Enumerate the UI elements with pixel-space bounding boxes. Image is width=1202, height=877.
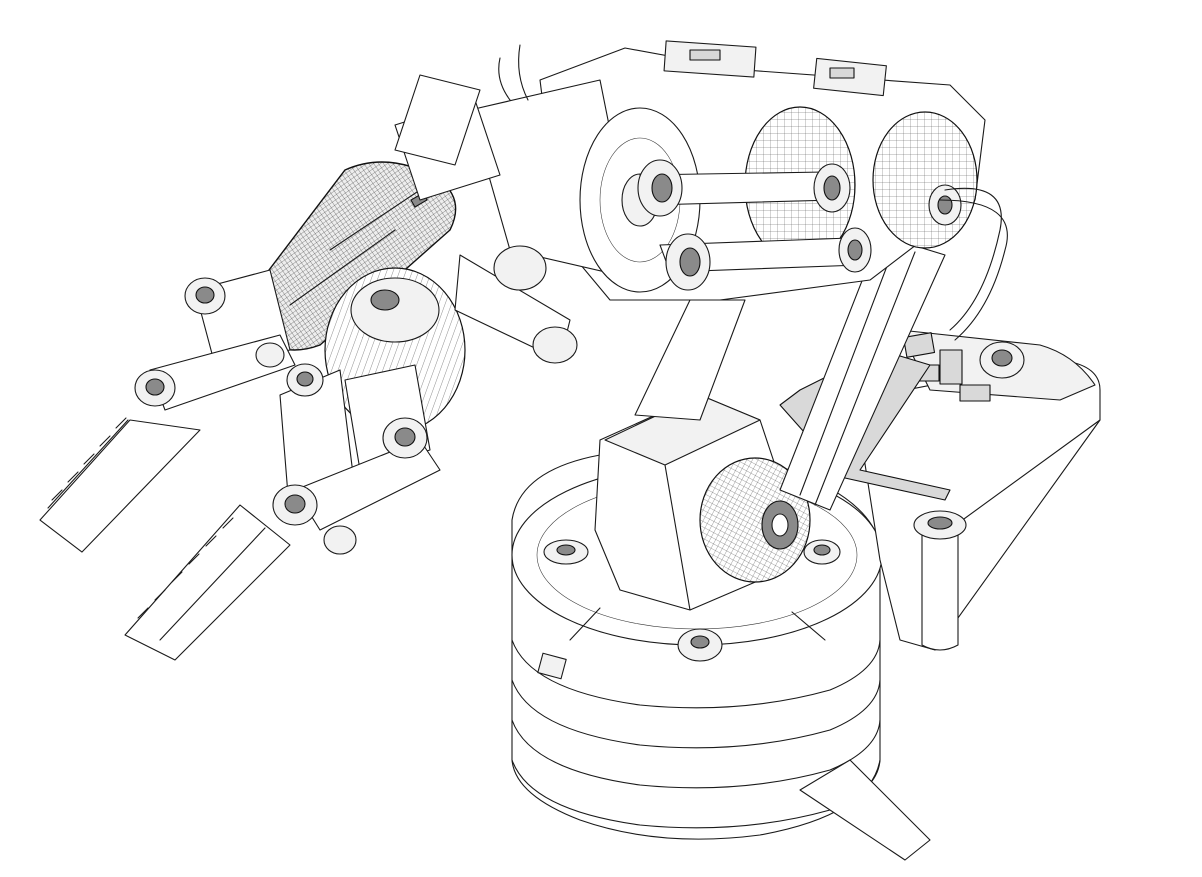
rod-cap [665,233,711,291]
rod-cap [838,227,872,273]
pivot-bolt [323,525,357,555]
base-stud [677,628,723,662]
rod-cap [813,163,851,213]
wrist-motor [249,74,501,351]
base-stud [543,539,589,565]
motor-end-plate [872,111,978,249]
upper-arm-link [634,234,946,511]
pivot-bolt [184,277,226,315]
pivot-bolt [134,369,176,407]
base-stud [803,539,841,565]
pivot-bolt [255,342,285,368]
rod-cap [637,159,683,217]
gripper-finger-upper [39,417,201,553]
rod-cap [928,184,962,226]
pivot-bolt [272,484,318,526]
capacitor [913,510,967,651]
pivot-bolt [286,363,324,397]
pivot-bolt [382,417,428,459]
elbow-motor-assembly [469,40,1008,341]
wire-bundle [498,44,1008,341]
gripper-finger-lower [124,504,291,661]
gripper-linkage [134,269,441,555]
wrist-gear-housing [324,245,578,433]
